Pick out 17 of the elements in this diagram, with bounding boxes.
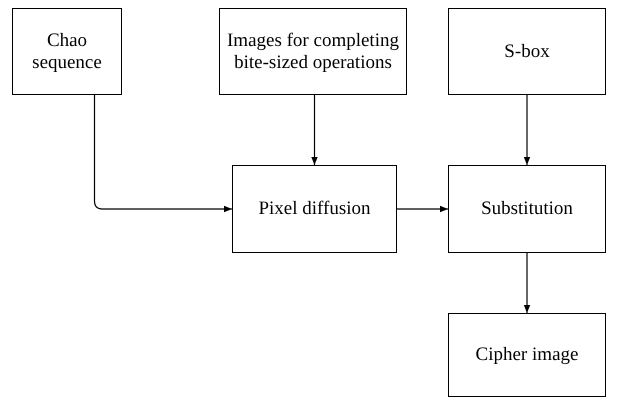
box-label: Cipher image (476, 344, 578, 366)
process-box (219, 8, 407, 95)
box-label: Substitution (481, 198, 573, 220)
process-box (12, 8, 122, 95)
box-label: Chao sequence (31, 30, 103, 74)
arrow (397, 206, 448, 212)
process-box (448, 165, 606, 253)
box-label: Images for completing bite-sized operations (226, 30, 400, 74)
process-box (448, 8, 606, 95)
process-box (448, 313, 606, 397)
process-box (232, 165, 397, 253)
arrow (524, 253, 530, 313)
arrow (94, 95, 232, 212)
arrow (524, 95, 530, 165)
box-label: Pixel diffusion (258, 198, 371, 220)
box-label: S-box (504, 40, 550, 62)
arrow (311, 95, 318, 165)
